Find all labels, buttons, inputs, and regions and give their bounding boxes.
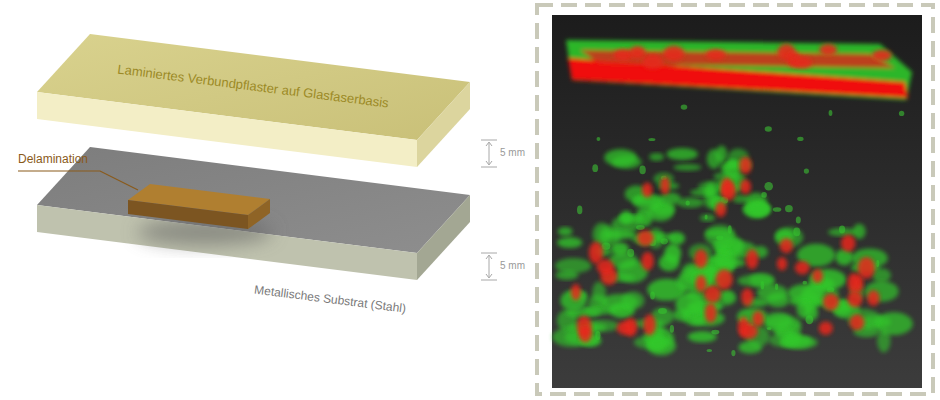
leader-line	[18, 171, 138, 190]
delamination-side	[248, 199, 270, 229]
delamination-label: Delamination	[18, 153, 88, 167]
dimension-label: 5 mm	[500, 147, 525, 159]
volume-patch	[566, 40, 912, 100]
steel-substrate	[37, 147, 470, 280]
delamination-front	[128, 200, 248, 229]
dimension-label: 5 mm	[500, 260, 525, 272]
dimension-substrate	[481, 253, 497, 280]
delamination-piece	[128, 184, 270, 229]
substrate-side	[417, 195, 470, 280]
dashed-frame	[537, 5, 933, 394]
volume-defects	[552, 44, 913, 356]
substrate-label: Metallisches Substrat (Stahl)	[253, 284, 406, 317]
volume-background	[552, 15, 922, 388]
patch-side	[417, 82, 470, 167]
dimension-patch	[481, 140, 497, 167]
composite-patch	[37, 34, 470, 167]
